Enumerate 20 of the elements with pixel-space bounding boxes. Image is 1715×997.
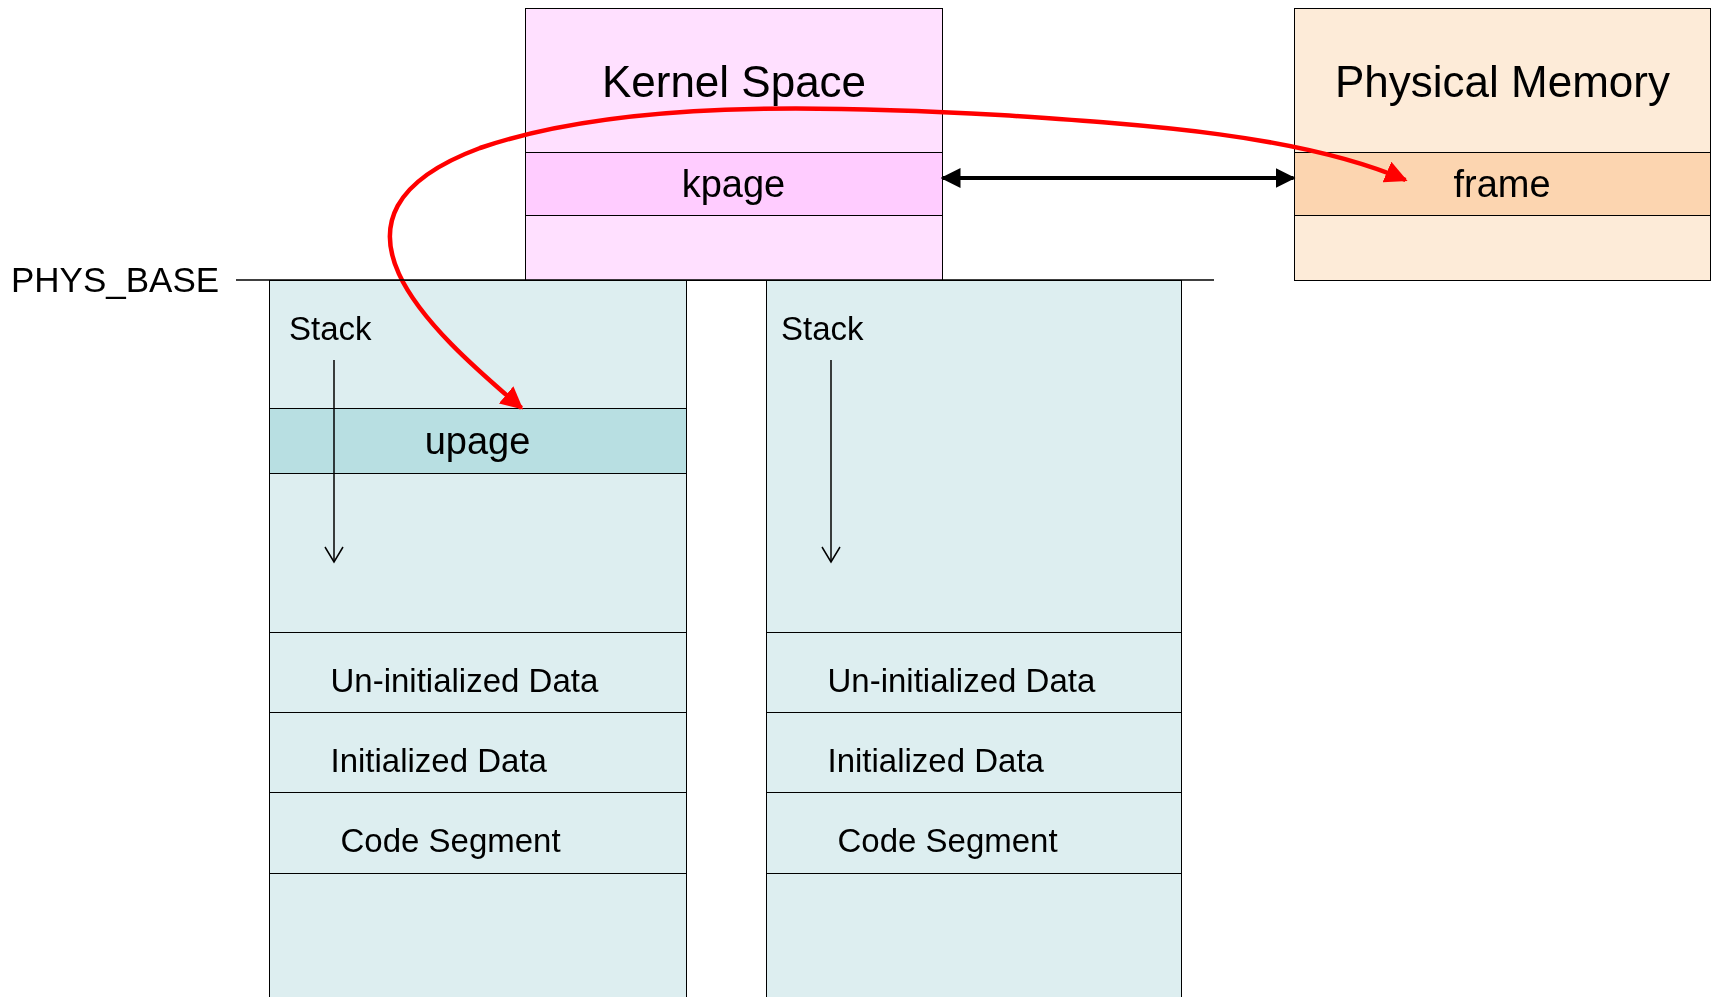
region-title: Physical Memory — [1335, 57, 1670, 107]
page-band: upage — [268, 408, 687, 474]
region-title: Kernel Space — [601, 57, 867, 107]
memory-region — [525, 8, 943, 281]
stack-label: Stack — [289, 310, 372, 348]
memory-segment: Un-initialized Data — [268, 632, 687, 713]
memory-region — [1294, 8, 1711, 281]
boundary-label: PHYS_BASE — [11, 260, 220, 300]
arrow — [388, 106, 1408, 410]
page-band: kpage — [524, 152, 943, 216]
memory-segment: Initialized Data — [268, 712, 687, 793]
page-band: frame — [1293, 152, 1711, 216]
arrow — [940, 168, 1296, 188]
memory-segment: Initialized Data — [765, 712, 1182, 793]
memory-segment: Code Segment — [268, 792, 687, 874]
memory-segment: Un-initialized Data — [765, 632, 1182, 713]
stack-label: Stack — [781, 310, 864, 348]
address-space-column — [269, 280, 687, 997]
memory-segment: Code Segment — [765, 792, 1182, 874]
address-space-column — [766, 280, 1182, 997]
